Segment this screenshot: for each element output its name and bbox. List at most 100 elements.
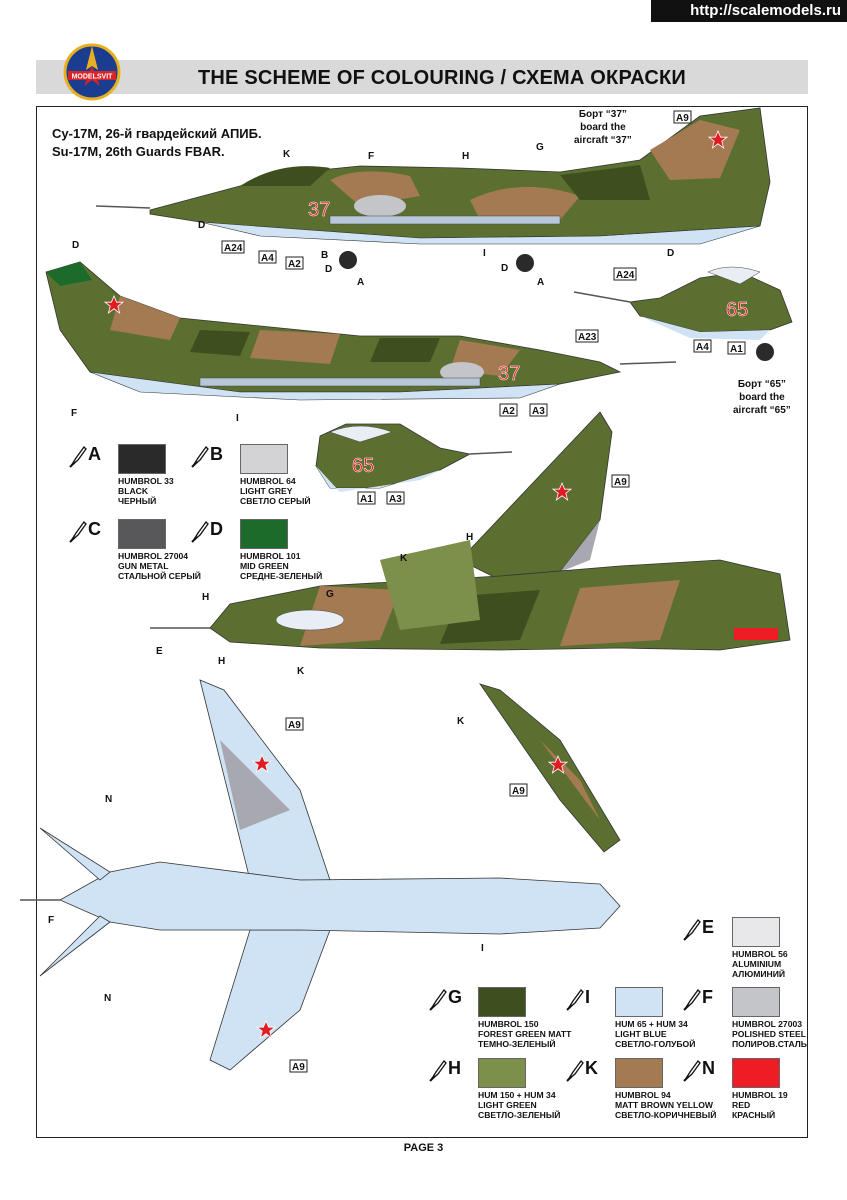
paint-color-chip <box>118 444 166 474</box>
paint-color-chip <box>240 444 288 474</box>
paint-callout: E <box>156 646 163 657</box>
brush-icon <box>191 521 209 543</box>
aircraft-title-ru: Су-17М, 26-й гвардейский АПИБ. <box>52 126 262 141</box>
paint-callout: H <box>218 656 225 667</box>
modelsvit-logo: MODELSVIT <box>63 43 121 101</box>
side-view-left-profile: 37 <box>95 107 771 272</box>
paint-letter: H <box>448 1058 461 1078</box>
paint-callout: F <box>48 915 54 926</box>
brush-icon <box>429 989 447 1011</box>
nose-detail-65-right: 65 <box>315 423 513 492</box>
decal-tag: A9 <box>288 720 301 731</box>
brush-icon <box>683 919 701 941</box>
side-number-37: 37 <box>308 199 330 221</box>
paint-letter: A <box>88 444 101 464</box>
paint-letter: K <box>585 1058 598 1078</box>
paint-callout: B <box>321 250 328 261</box>
decal-tag: A2 <box>288 259 301 270</box>
paint-callout: D <box>198 220 205 231</box>
paint-letter: B <box>210 444 223 464</box>
page-title: THE SCHEME OF COLOURING / СХЕМА ОКРАСКИ <box>197 67 687 89</box>
paint-color-chip <box>615 1058 663 1088</box>
paint-color-chip <box>615 987 663 1017</box>
paint-letter: E <box>702 917 715 937</box>
paint-callout: N <box>105 794 112 805</box>
brush-icon <box>69 446 87 468</box>
paint-callout: G <box>536 142 544 153</box>
paint-callout: F <box>368 151 374 162</box>
brush-icon <box>191 446 209 468</box>
paint-callout: G <box>326 589 334 600</box>
decal-tag: A4 <box>261 253 274 264</box>
header-banner: THE SCHEME OF COLOURING / СХЕМА ОКРАСКИ <box>36 60 808 94</box>
decal-tag: A23 <box>578 332 597 343</box>
paint-color-chip <box>732 1058 780 1088</box>
side-number-65: 65 <box>726 299 748 321</box>
decal-tag: A9 <box>614 477 627 488</box>
aircraft-title: Су-17М, 26-й гвардейский АПИБ. Su-17M, 2… <box>52 125 262 161</box>
paint-color-chip <box>478 987 526 1017</box>
paint-callout: D <box>325 264 332 275</box>
paint-letter: I <box>585 987 591 1007</box>
paint-letter: D <box>210 519 223 539</box>
paint-callout: A <box>357 277 364 288</box>
brush-icon <box>566 1060 584 1082</box>
paint-letter: G <box>448 987 463 1007</box>
paint-callout: D <box>667 248 674 259</box>
decal-tag: A9 <box>676 113 689 124</box>
decal-tag: A24 <box>224 243 243 254</box>
nose-detail-65-left: 65 <box>573 266 793 361</box>
bottom-view <box>20 679 621 1071</box>
brush-icon <box>683 1060 701 1082</box>
paint-letter: F <box>702 987 713 1007</box>
side-number-65-right: 65 <box>352 455 374 477</box>
paint-callout: A <box>537 277 544 288</box>
paint-callout: D <box>72 240 79 251</box>
paint-color-chip <box>240 519 288 549</box>
decal-tag: A3 <box>532 406 545 417</box>
decal-tag: A1 <box>360 494 373 505</box>
decal-tag: A9 <box>512 786 525 797</box>
decal-tag: A2 <box>502 406 515 417</box>
paint-callout: H <box>466 532 473 543</box>
paint-callout: K <box>283 149 291 160</box>
logo-text: MODELSVIT <box>72 74 114 81</box>
decal-tag: A24 <box>616 270 635 281</box>
paint-color-chip <box>732 917 780 947</box>
brush-icon <box>429 1060 447 1082</box>
paint-callout: K <box>457 716 465 727</box>
side-number-37-right: 37 <box>498 363 520 385</box>
paint-color-chip <box>118 519 166 549</box>
paint-callout: N <box>104 993 111 1004</box>
paint-callout: K <box>297 666 305 677</box>
brush-icon <box>683 989 701 1011</box>
paint-letter: N <box>702 1058 715 1078</box>
paint-callout: I <box>481 943 484 954</box>
paint-callout: I <box>483 248 486 259</box>
paint-callout: D <box>501 263 508 274</box>
decal-tag: A3 <box>389 494 402 505</box>
page-number: PAGE 3 <box>403 1142 444 1154</box>
decal-tag: A1 <box>730 344 743 355</box>
paint-color-chip <box>732 987 780 1017</box>
brush-icon <box>566 989 584 1011</box>
paint-callout: K <box>400 553 408 564</box>
decal-tag: A9 <box>292 1062 305 1073</box>
brush-icon <box>69 521 87 543</box>
paint-callout: H <box>202 592 209 603</box>
paint-callout: F <box>71 408 77 419</box>
paint-callout: I <box>236 413 239 424</box>
paint-color-chip <box>478 1058 526 1088</box>
side-view-right-profile: 37 <box>45 261 677 401</box>
